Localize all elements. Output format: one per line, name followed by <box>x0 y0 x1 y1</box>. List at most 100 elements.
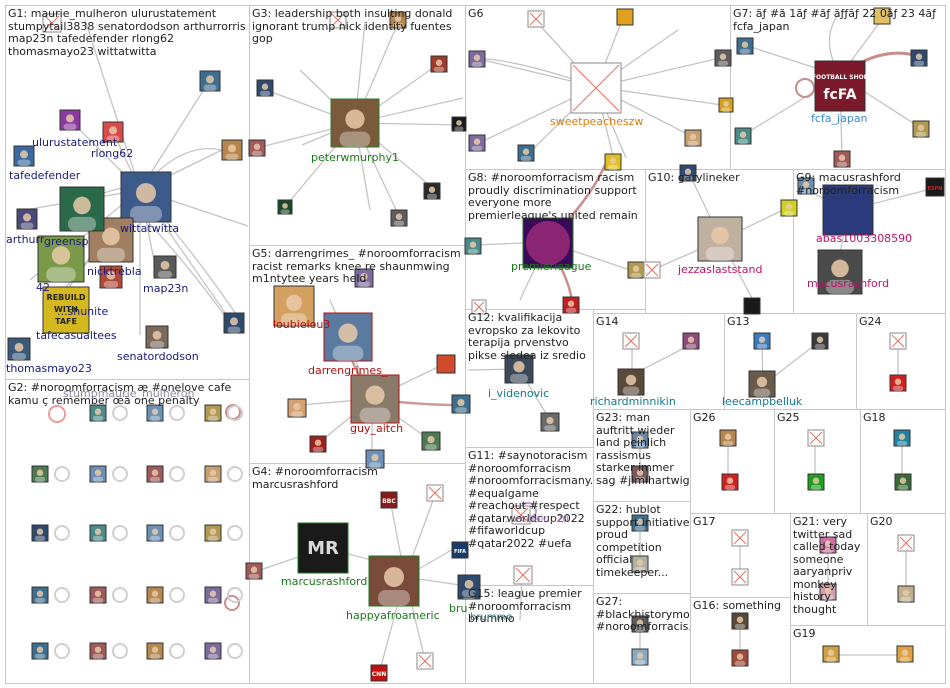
avatar-richardminnikin[interactable] <box>617 368 645 396</box>
avatar-node-30[interactable] <box>517 144 535 162</box>
avatar-g2-0-1[interactable] <box>89 404 107 422</box>
avatar-map23n[interactable] <box>153 255 177 279</box>
avatar-node-75[interactable] <box>731 612 749 630</box>
avatar-node-42[interactable] <box>562 296 580 314</box>
avatar-g2-4-1[interactable] <box>89 642 107 660</box>
avatar-rlong62[interactable] <box>102 121 124 143</box>
avatar-broken-g1[interactable] <box>42 13 62 33</box>
avatar-node-43[interactable] <box>627 261 645 279</box>
avatar-node-58[interactable] <box>811 332 829 350</box>
avatar-sweetpeacheszw[interactable] <box>570 62 622 114</box>
avatar-g2-2-0[interactable] <box>31 524 49 542</box>
avatar-node-20[interactable] <box>426 484 444 502</box>
avatar-node-11[interactable] <box>389 11 407 29</box>
avatar-marcusrashford[interactable]: MR <box>297 522 349 574</box>
avatar-node-9[interactable] <box>277 199 293 215</box>
avatar-node-38[interactable] <box>912 120 930 138</box>
avatar-node-5[interactable] <box>430 55 448 73</box>
avatar-node-23[interactable]: CNN <box>370 664 388 682</box>
avatar-node-69[interactable] <box>631 514 649 532</box>
avatar-node-74[interactable] <box>731 568 749 586</box>
avatar-node-1[interactable] <box>221 139 243 161</box>
avatar-g2-1-0[interactable] <box>31 465 49 483</box>
avatar-node-41[interactable] <box>464 237 482 255</box>
avatar-happyafroameric[interactable] <box>368 555 420 607</box>
avatar-node-40[interactable] <box>873 7 891 25</box>
avatar-node-18[interactable] <box>436 354 456 374</box>
avatar-node-73[interactable] <box>731 529 749 547</box>
avatar-node-34[interactable] <box>718 97 734 113</box>
avatar-g2-4-2[interactable] <box>146 642 164 660</box>
avatar-guy-aitch[interactable] <box>350 374 400 424</box>
avatar-node-49[interactable] <box>797 177 815 195</box>
avatar-node-60[interactable] <box>889 374 907 392</box>
avatar-node-82[interactable] <box>896 645 914 663</box>
avatar-node-45[interactable] <box>679 164 697 182</box>
avatar-node-65[interactable] <box>893 429 911 447</box>
avatar-ulurustatement[interactable] <box>59 109 81 131</box>
avatar-node-55[interactable] <box>682 332 700 350</box>
avatar-node-72[interactable] <box>631 648 649 666</box>
avatar-node-51[interactable] <box>540 412 560 432</box>
avatar-leecampbelluk[interactable] <box>748 370 776 398</box>
avatar-node-80[interactable] <box>897 585 915 603</box>
avatar-node-37[interactable] <box>910 49 928 67</box>
avatar-node-56[interactable] <box>622 332 640 350</box>
avatar-node-0[interactable] <box>199 70 221 92</box>
avatar-node-68[interactable] <box>631 465 649 483</box>
avatar-shunite[interactable] <box>99 265 123 289</box>
avatar-g2-3-2[interactable] <box>146 586 164 604</box>
avatar-node-15[interactable] <box>421 431 441 451</box>
avatar-loubielou[interactable] <box>273 285 315 327</box>
avatar-node-26[interactable] <box>527 10 545 28</box>
avatar-g2-0-3[interactable] <box>204 404 222 422</box>
avatar-g2-1-1[interactable] <box>89 465 107 483</box>
avatar-node-54[interactable] <box>457 574 481 598</box>
avatar-node-6[interactable] <box>451 116 467 132</box>
avatar-g2-2-2[interactable] <box>146 524 164 542</box>
avatar-node-3[interactable] <box>256 79 274 97</box>
avatar-g2-0-2[interactable] <box>146 404 164 422</box>
avatar-node-62[interactable] <box>721 473 739 491</box>
avatar-node-46[interactable] <box>780 199 798 217</box>
avatar-node-57[interactable] <box>753 332 771 350</box>
avatar-node-19[interactable]: BBC <box>380 491 398 509</box>
avatar-node-4[interactable] <box>248 139 266 157</box>
avatar-macusrashford[interactable] <box>817 249 863 295</box>
avatar-node-35[interactable] <box>736 37 754 55</box>
avatar-g2-2-3[interactable] <box>204 524 222 542</box>
avatar-node-8[interactable] <box>390 209 408 227</box>
avatar-node-21[interactable] <box>245 562 263 580</box>
avatar-g2-2-1[interactable] <box>89 524 107 542</box>
avatar-wittatwitta[interactable] <box>120 171 172 223</box>
avatar-node-33[interactable] <box>714 49 732 67</box>
avatar-g2-4-3[interactable] <box>204 642 222 660</box>
avatar-node-64[interactable] <box>807 473 825 491</box>
avatar-node-22[interactable] <box>416 652 434 670</box>
avatar-node-77[interactable] <box>819 536 837 554</box>
avatar-node-29[interactable] <box>468 134 486 152</box>
avatar-node-44[interactable] <box>471 299 487 315</box>
avatar-node-17[interactable] <box>451 394 471 414</box>
avatar-node-79[interactable] <box>897 534 915 552</box>
avatar-node-2[interactable] <box>223 312 245 334</box>
avatar-node-16[interactable] <box>365 449 385 469</box>
avatar-node-36[interactable] <box>734 127 752 145</box>
avatar-node-61[interactable] <box>719 429 737 447</box>
avatar-node-13[interactable] <box>287 398 307 418</box>
avatar-g2-3-1[interactable] <box>89 586 107 604</box>
avatar-node-32[interactable] <box>684 129 702 147</box>
avatar-g2-4-0[interactable] <box>31 642 49 660</box>
avatar-abas[interactable] <box>822 184 874 236</box>
avatar-node-7[interactable] <box>423 182 441 200</box>
avatar-thomasmayo23[interactable] <box>7 337 31 361</box>
avatar-node-39[interactable] <box>833 150 851 168</box>
avatar-node-81[interactable] <box>822 645 840 663</box>
avatar-jezzaslaststand[interactable] <box>697 216 743 262</box>
avatar-node-70[interactable] <box>631 555 649 573</box>
avatar-42[interactable] <box>37 235 85 283</box>
avatar-node-10[interactable] <box>329 11 347 29</box>
avatar-g2-1-3[interactable] <box>204 465 222 483</box>
